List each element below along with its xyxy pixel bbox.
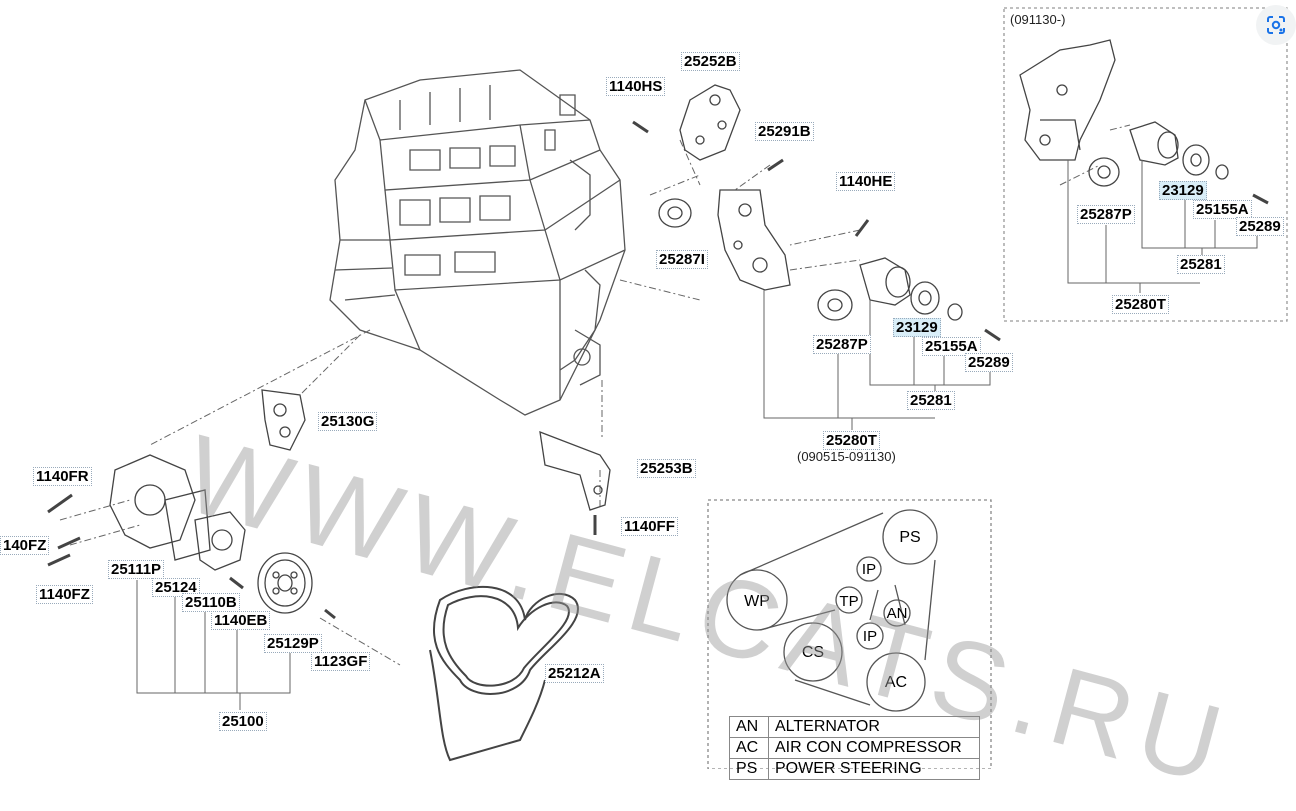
inset-part-label-25155a[interactable]: 25155A [1193, 200, 1252, 219]
bolt-drawings [47, 120, 1269, 620]
pump-pulley-drawing [257, 552, 313, 614]
part-label-25110b[interactable]: 25110B [182, 593, 240, 612]
idler-pulley-drawing [658, 198, 692, 228]
part-label-25253b[interactable]: 25253B [637, 459, 696, 478]
google-lens-icon [1267, 16, 1285, 34]
inset-part-label-25289[interactable]: 25289 [1236, 217, 1284, 236]
inset-part-label-25281[interactable]: 25281 [1177, 255, 1225, 274]
inset-tree-lines [1067, 160, 1258, 293]
tensioner-drawing [817, 257, 963, 321]
inset-frame [1003, 7, 1288, 322]
dash-leaders [59, 124, 1131, 666]
drive-belt-drawing [429, 585, 579, 762]
part-label-1123gf[interactable]: 1123GF [311, 652, 371, 671]
engine-block-drawing [329, 69, 626, 416]
part-label-25111p[interactable]: 25111P [108, 560, 165, 579]
part-label-1140fr[interactable]: 1140FR [33, 467, 92, 486]
gasket-drawing [261, 389, 306, 451]
legend-name: POWER STEERING [768, 758, 980, 780]
date-range-note: (090515-091130) [797, 449, 896, 464]
legend-name: ALTERNATOR [768, 716, 980, 738]
part-label-25212a[interactable]: 25212A [545, 664, 604, 683]
part-label-25129p[interactable]: 25129P [264, 634, 322, 653]
belt-node-wp: WP [744, 593, 770, 610]
legend-row: AC AIR CON COMPRESSOR [729, 737, 980, 759]
part-label-140fz[interactable]: 140FZ [0, 536, 50, 555]
inset-part-label-25280t[interactable]: 25280T [1112, 295, 1169, 314]
belt-node-ac: AC [885, 674, 907, 691]
belt-node-an: AN [887, 605, 908, 622]
part-label-25124[interactable]: 25124 [152, 578, 200, 597]
belt-node-ip1: IP [862, 561, 876, 578]
tree-lines-25100 [136, 580, 291, 710]
part-label-25130g[interactable]: 25130G [318, 412, 378, 431]
legend-code: AC [729, 737, 769, 759]
part-label-25287p[interactable]: 25287P [813, 335, 871, 354]
belt-node-labels: PS IP WP TP AN IP CS AC [744, 529, 921, 691]
belt-legend-table: AN ALTERNATOR AC AIR CON COMPRESSOR PS P… [729, 716, 980, 780]
belt-node-cs: CS [802, 644, 824, 661]
part-label-1140fz[interactable]: 1140FZ [36, 585, 93, 604]
part-label-25287i[interactable]: 25287I [656, 250, 708, 269]
part-label-25289[interactable]: 25289 [965, 353, 1013, 372]
part-label-25155a[interactable]: 25155A [922, 337, 981, 356]
tensioner-bracket-drawing [717, 189, 791, 291]
part-label-25280t[interactable]: 25280T [823, 431, 880, 450]
part-label-23129[interactable]: 23129 [893, 318, 941, 337]
part-label-25100[interactable]: 25100 [219, 712, 267, 731]
parts-diagram: PS IP WP TP AN IP CS AC [47, 7, 1288, 769]
belt-node-ip2: IP [863, 628, 877, 645]
part-label-25252b[interactable]: 25252B [681, 52, 740, 71]
part-label-1140ff[interactable]: 1140FF [621, 517, 678, 536]
part-label-25291b[interactable]: 25291B [755, 122, 814, 141]
part-label-1140eb[interactable]: 1140EB [211, 611, 271, 630]
legend-code: PS [729, 758, 769, 780]
tree-lines-25280t [763, 290, 991, 430]
legend-name: AIR CON COMPRESSOR [768, 737, 980, 759]
part-label-1140he[interactable]: 1140HE [836, 172, 896, 191]
visual-search-button[interactable] [1256, 5, 1296, 45]
legend-row: PS POWER STEERING [729, 758, 980, 780]
legend-code: AN [729, 716, 769, 738]
inset-part-label-25287p[interactable]: 25287P [1077, 205, 1135, 224]
inset-drawing [1019, 39, 1229, 187]
belt-node-ps: PS [899, 529, 920, 546]
bracket-25252b-drawing [679, 84, 741, 161]
water-pump-drawing [109, 454, 246, 571]
inset-date-note: (091130-) [1010, 12, 1066, 27]
inset-part-label-23129[interactable]: 23129 [1159, 181, 1207, 200]
belt-routing-drawing [726, 509, 938, 712]
bracket-25253b-drawing [539, 430, 611, 511]
part-label-1140hs[interactable]: 1140HS [606, 77, 666, 96]
part-label-25281[interactable]: 25281 [907, 391, 955, 410]
legend-row: AN ALTERNATOR [729, 716, 980, 738]
belt-node-tp: TP [839, 593, 858, 610]
